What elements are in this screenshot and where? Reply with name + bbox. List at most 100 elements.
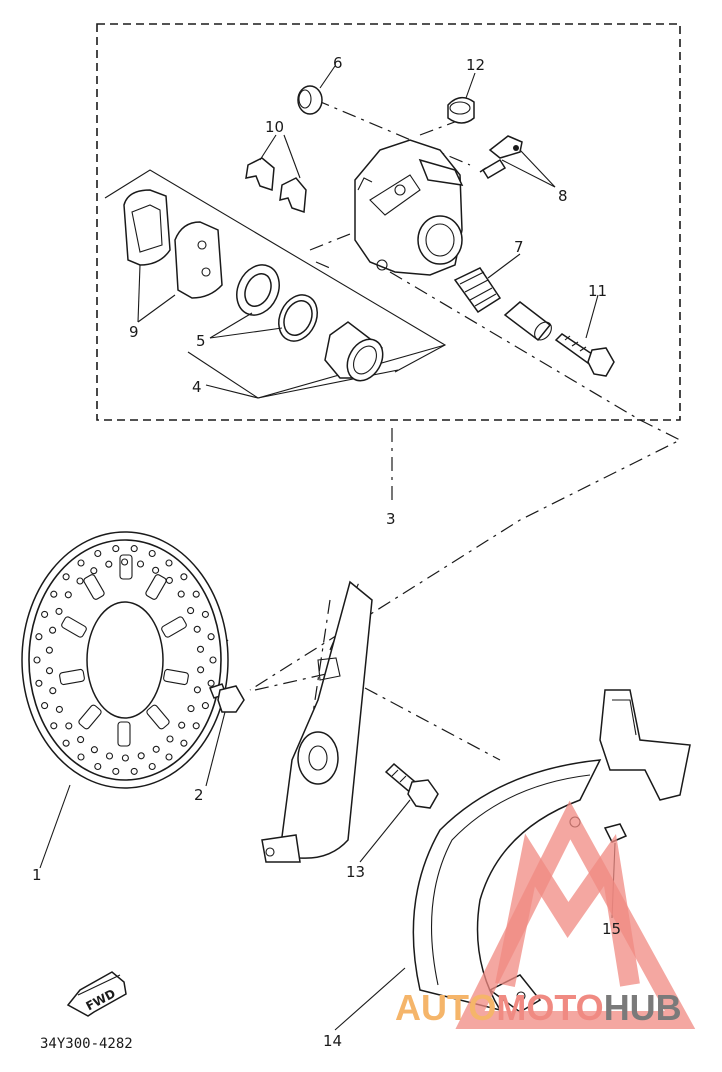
disc-hole <box>187 607 195 615</box>
disc-hole <box>165 559 173 567</box>
disc-hole <box>180 573 188 581</box>
disc-hole <box>177 590 185 598</box>
bolt-part-2 <box>209 683 245 713</box>
label-part-8: 8 <box>558 187 568 205</box>
leader-lines <box>39 65 616 1031</box>
bushing-part-6 <box>297 85 323 115</box>
disc-hole <box>192 590 200 598</box>
disc-hole <box>41 610 49 618</box>
disc-hole <box>148 762 156 771</box>
disc-hole <box>33 656 41 664</box>
disc-hole <box>50 590 58 598</box>
disc-hole <box>136 560 145 568</box>
disc-hole <box>130 767 138 775</box>
disc-hole <box>209 656 217 664</box>
label-part-6: 6 <box>333 54 343 72</box>
disc-cover-part-14 <box>412 689 691 1013</box>
disc-hole <box>166 735 174 743</box>
disc-hole <box>50 722 58 730</box>
disc-hole <box>201 610 209 618</box>
disc-hole <box>41 702 49 710</box>
disc-hole <box>90 567 98 575</box>
disc-hole <box>77 736 85 744</box>
label-part-5: 5 <box>196 332 206 350</box>
disc-hole <box>192 722 200 730</box>
label-part-4: 4 <box>192 378 202 396</box>
disc-hole <box>196 645 205 653</box>
screw-part-15 <box>603 823 628 843</box>
boot-part-7 <box>453 267 502 314</box>
disc-hole <box>65 722 73 730</box>
caliper-assembly-box <box>96 23 681 421</box>
disc-hole <box>207 679 215 687</box>
diagram-code: 34Y300-4282 <box>40 1036 133 1052</box>
label-part-15: 15 <box>602 920 621 938</box>
brake-pads-part-9 <box>123 189 223 299</box>
disc-hole <box>90 746 98 754</box>
disc-hole <box>152 566 160 574</box>
disc-hole <box>64 591 72 599</box>
fork-leg <box>261 580 373 863</box>
bleed-screw-part-8 <box>479 135 523 180</box>
disc-hole <box>77 559 85 567</box>
disc-hole <box>121 558 129 566</box>
disc-hole <box>45 646 53 654</box>
label-part-10: 10 <box>265 118 284 136</box>
disc-holes <box>33 545 217 775</box>
disc-hole <box>178 721 186 729</box>
label-part-1: 1 <box>32 866 42 884</box>
disc-hole <box>187 705 195 713</box>
disc-hole <box>94 762 102 771</box>
brake-disc-part-1 <box>21 531 229 789</box>
disc-hole <box>130 545 138 553</box>
disc-hole <box>94 549 102 558</box>
disc-hole <box>112 767 120 775</box>
disc-hole <box>152 745 160 753</box>
disc-hole <box>165 576 173 584</box>
watermark-m-shape <box>495 833 640 987</box>
disc-hole <box>45 667 54 675</box>
piston-part-4 <box>324 321 384 382</box>
label-part-12: 12 <box>466 56 485 74</box>
disc-hole <box>207 633 215 641</box>
disc-hole <box>62 573 70 581</box>
disc-hole <box>105 752 114 760</box>
label-part-3: 3 <box>386 510 396 528</box>
watermark: AUTOMOTOHUB <box>395 800 696 1029</box>
disc-hole <box>35 633 43 641</box>
disc-hole <box>76 577 84 585</box>
disc-hole <box>77 753 85 761</box>
disc-hole <box>148 549 156 558</box>
disc-hole <box>165 753 173 761</box>
seals-part-5 <box>236 264 318 342</box>
disc-hole <box>105 560 113 568</box>
label-part-11: 11 <box>588 282 607 300</box>
label-part-14: 14 <box>323 1032 342 1050</box>
label-part-2: 2 <box>194 786 204 804</box>
disc-hole <box>193 686 201 694</box>
disc-hole <box>137 752 145 760</box>
label-part-9: 9 <box>129 323 139 341</box>
pad-clips-part-10 <box>245 157 307 214</box>
bolt-part-13 <box>384 762 439 809</box>
disc-hole <box>35 679 43 687</box>
disc-hole <box>49 626 57 634</box>
label-part-13: 13 <box>346 863 365 881</box>
watermark-text: AUTOMOTOHUB <box>395 987 682 1028</box>
bolt-part-11 <box>554 333 615 377</box>
fwd-arrow: FWD <box>66 971 127 1017</box>
label-part-7: 7 <box>514 238 524 256</box>
disc-hole <box>180 739 188 747</box>
disc-hole <box>197 666 205 674</box>
disc-hole <box>62 739 70 747</box>
cap-part-12 <box>447 96 475 124</box>
disc-hole <box>193 625 201 633</box>
caliper-body <box>354 139 464 276</box>
disc-slots <box>59 554 189 747</box>
disc-hole <box>49 687 57 695</box>
disc-hole <box>112 545 120 553</box>
pin-sleeve <box>503 301 552 342</box>
disc-hole <box>201 702 209 710</box>
disc-hole <box>121 754 129 762</box>
